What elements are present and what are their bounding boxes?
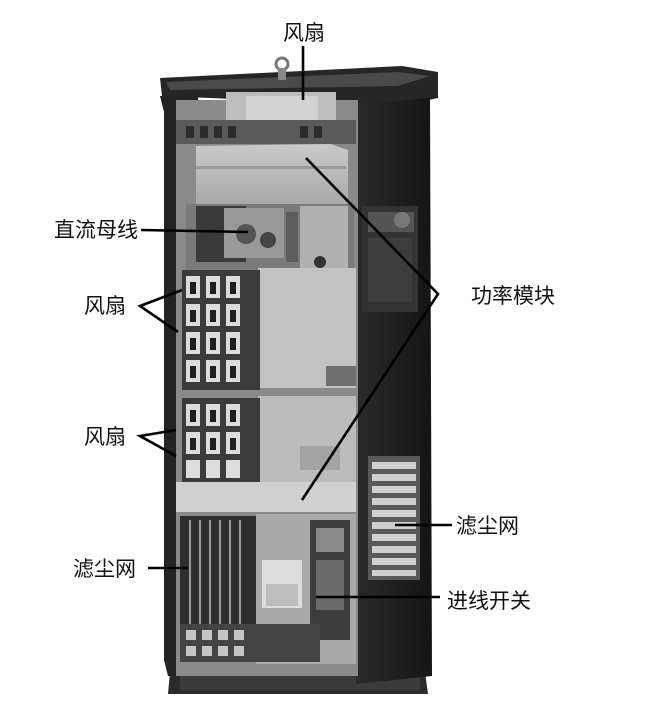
leader-lines bbox=[136, 46, 452, 599]
leader-fan-lower bbox=[136, 428, 177, 458]
leader-power-module bbox=[300, 157, 440, 501]
label-incoming-switch: 进线开关 bbox=[447, 589, 531, 613]
cabinet-interior bbox=[176, 56, 358, 676]
label-dust-filter-left: 滤尘网 bbox=[73, 557, 136, 581]
label-dust-filter-right: 滤尘网 bbox=[456, 514, 519, 538]
leader-dc-bus bbox=[140, 228, 249, 234]
filter-grille-right bbox=[372, 462, 416, 576]
label-fan-upper: 风扇 bbox=[84, 294, 126, 318]
label-dc-bus: 直流母线 bbox=[54, 218, 138, 242]
label-power-module: 功率模块 bbox=[471, 284, 555, 308]
leader-fan-upper bbox=[137, 288, 183, 334]
label-fan-lower: 风扇 bbox=[84, 425, 126, 449]
label-fan-top: 风扇 bbox=[283, 21, 325, 45]
